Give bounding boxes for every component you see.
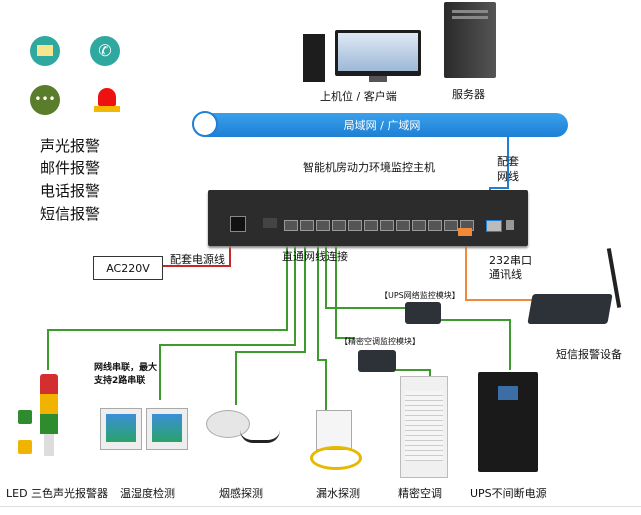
bottom-divider xyxy=(0,506,641,507)
host-title: 智能机房动力环境监控主机 xyxy=(303,161,435,174)
series-note-line-2: 支持2路串联 xyxy=(94,376,146,386)
ac-power-box: AC220V xyxy=(93,256,163,280)
network-bar: 局域网 / 广域网 xyxy=(192,111,568,137)
th-sensor-2 xyxy=(146,408,188,450)
network-label: 局域网 / 广域网 xyxy=(343,119,421,132)
device-label-led: LED 三色声光报警器 xyxy=(6,487,109,500)
alarm-email: 邮件报警 xyxy=(40,159,101,177)
device-label-ac: 精密空调 xyxy=(398,487,442,500)
client-label: 上机位 / 客户端 xyxy=(320,90,397,103)
device-label-smoke: 烟感探测 xyxy=(219,487,263,500)
smoke-cable-icon xyxy=(240,430,280,443)
power-socket xyxy=(230,216,246,232)
precision-ac-unit xyxy=(400,376,448,478)
serial-label-2: 通讯线 xyxy=(489,268,522,281)
device-label-ups: UPS不间断电源 xyxy=(470,487,547,500)
serial-cable-line xyxy=(465,230,540,301)
power-switch xyxy=(263,218,277,228)
mail-icon xyxy=(30,36,60,66)
series-note-line-1: 网线串联，最大 xyxy=(94,363,158,373)
device-label-leak: 漏水探测 xyxy=(316,487,360,500)
water-leak-rope-icon xyxy=(310,446,362,470)
led-tower-light xyxy=(40,374,58,466)
serial-port xyxy=(458,228,472,236)
ups-module-label: 【UPS网络监控模块】 xyxy=(380,291,460,300)
power-cable-label: 配套电源线 xyxy=(170,253,225,266)
client-computer xyxy=(303,30,423,84)
siren-icon xyxy=(90,82,124,114)
ups-monitor-module xyxy=(405,302,441,324)
series-note: 网线串联，最大 支持2路串联 xyxy=(94,362,157,388)
network-lines xyxy=(47,246,511,410)
ac-monitor-module xyxy=(358,350,396,372)
device-label-th: 温湿度检测 xyxy=(120,487,175,500)
alarm-sound-light: 声光报警 xyxy=(40,137,101,155)
sms-device-label: 短信报警设备 xyxy=(556,348,622,361)
ups-unit xyxy=(478,372,538,472)
th-sensor-1 xyxy=(100,408,142,450)
network-cable-label-1: 配套 xyxy=(497,155,519,168)
alarm-phone: 电话报警 xyxy=(40,182,101,200)
phone-icon: ✆ xyxy=(90,36,120,66)
chat-icon: ••• xyxy=(30,85,60,115)
monitoring-host xyxy=(208,190,528,246)
network-cable-label-2: 网线 xyxy=(497,170,519,183)
alarm-sms: 短信报警 xyxy=(40,205,101,223)
serial-label-1: 232串口 xyxy=(489,254,532,267)
usb-port xyxy=(506,220,514,230)
water-leak-sensor xyxy=(316,410,352,450)
led-green-icon xyxy=(18,410,32,424)
sms-alarm-device xyxy=(527,248,622,328)
ac-module-label: 【精密空调监控模块】 xyxy=(340,337,420,346)
direct-link-label: 直通网线连接 xyxy=(282,250,348,263)
network-bar-cap xyxy=(192,111,218,137)
led-yellow-icon xyxy=(18,440,32,454)
server-label: 服务器 xyxy=(452,88,485,101)
uplink-port xyxy=(486,220,502,232)
server-tower xyxy=(444,2,496,78)
